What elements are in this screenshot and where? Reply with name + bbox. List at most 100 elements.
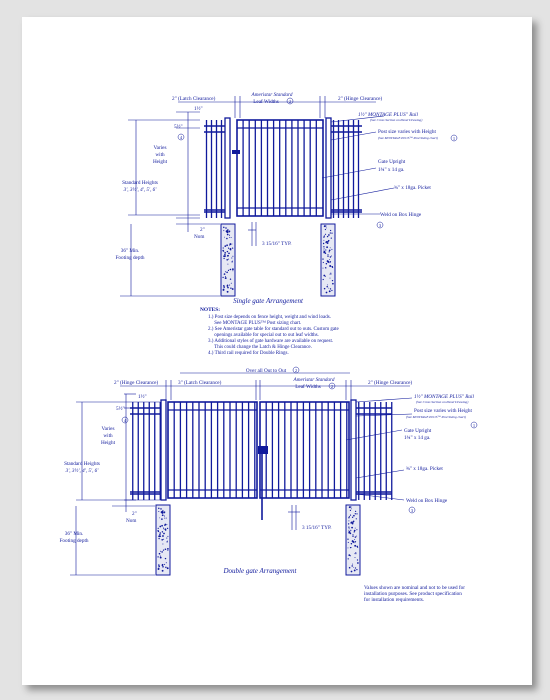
- varies-label-1: Varies: [154, 145, 167, 151]
- concrete-speck: [166, 527, 169, 530]
- concrete-speck: [348, 517, 350, 519]
- concrete-speck: [232, 268, 234, 271]
- concrete-speck: [226, 244, 228, 247]
- concrete-speck: [324, 252, 327, 255]
- concrete-speck: [355, 552, 357, 554]
- note-line-3: 2.) See Ameristar gate table for standar…: [208, 327, 339, 332]
- varies-label-2: with: [103, 433, 113, 439]
- concrete-speck: [331, 248, 333, 250]
- concrete-speck: [224, 245, 227, 247]
- concrete-speck: [327, 255, 329, 257]
- concrete-speck: [232, 260, 234, 262]
- concrete-speck: [165, 517, 167, 519]
- concrete-speck: [158, 552, 161, 555]
- concrete-speck: [325, 241, 327, 244]
- concrete-speck: [161, 511, 164, 513]
- weld-callout: Weld on Box Hinge: [380, 212, 422, 218]
- concrete-speck: [162, 543, 164, 545]
- concrete-speck: [349, 509, 352, 512]
- concrete-speck: [351, 516, 354, 518]
- note-line-6: This could change the Latch & Hinge Clea…: [208, 345, 312, 350]
- concrete-speck: [347, 558, 349, 560]
- concrete-speck: [165, 566, 167, 569]
- concrete-speck: [231, 288, 234, 290]
- concrete-speck: [322, 258, 324, 260]
- concrete-speck: [356, 568, 358, 571]
- varies-label-3: Height: [101, 440, 116, 446]
- concrete-speck: [167, 540, 169, 542]
- rail-offset-label: 1½": [138, 393, 147, 400]
- concrete-speck: [157, 530, 160, 533]
- concrete-speck: [158, 537, 160, 540]
- latch: [232, 150, 240, 154]
- leaf-width-marker: 2: [331, 384, 333, 389]
- concrete-speck: [329, 232, 331, 234]
- concrete-speck: [161, 569, 164, 572]
- concrete-speck: [157, 527, 159, 530]
- concrete-speck: [356, 559, 359, 561]
- footing-label-2: Footing depth: [116, 255, 145, 261]
- concrete-speck: [159, 525, 162, 528]
- concrete-speck: [326, 242, 329, 244]
- right-post: [325, 117, 332, 219]
- concrete-speck: [227, 228, 229, 231]
- concrete-speck: [357, 545, 358, 547]
- concrete-speck: [350, 508, 352, 510]
- upright-callout-2: 1¾" x 14 ga.: [378, 166, 404, 173]
- concrete-speck: [166, 567, 169, 570]
- concrete-speck: [229, 248, 232, 250]
- concrete-speck: [330, 273, 332, 275]
- concrete-speck: [166, 524, 168, 525]
- concrete-speck: [230, 282, 232, 284]
- concrete-speck: [354, 541, 357, 543]
- concrete-speck: [229, 243, 232, 246]
- concrete-speck: [329, 261, 332, 263]
- leaf-width-label: Ameristar Standard: [293, 377, 335, 383]
- concrete-speck: [328, 290, 331, 293]
- concrete-speck: [331, 279, 334, 282]
- concrete-speck: [332, 266, 333, 267]
- concrete-speck: [223, 255, 226, 258]
- nominal-label: Nom: [194, 234, 204, 240]
- concrete-speck: [158, 567, 160, 569]
- concrete-speck: [351, 540, 354, 543]
- concrete-speck: [354, 567, 357, 569]
- rail-offset-label: 1½": [194, 105, 203, 112]
- concrete-speck: [160, 508, 162, 510]
- concrete-speck: [326, 235, 329, 238]
- concrete-speck: [329, 258, 331, 260]
- concrete-speck: [161, 564, 164, 567]
- concrete-speck: [350, 522, 352, 524]
- picket-callout: ¾" x 18ga. Picket: [394, 184, 431, 191]
- note-line-7: 4.) Third rail required for Double Rings…: [208, 351, 289, 356]
- note-line-5: 3.) Additional styles of gate hardware a…: [208, 339, 333, 344]
- concrete-speck: [347, 538, 349, 540]
- leaf-width-marker: 2: [289, 99, 291, 104]
- footing-label-1: 36" Min.: [65, 531, 84, 537]
- concrete-speck: [354, 544, 357, 547]
- concrete-speck: [226, 290, 229, 293]
- post-callout-note: (See MONTAGE PLUS™ Post Sizing chart): [378, 136, 439, 140]
- concrete-speck: [159, 532, 162, 534]
- concrete-speck: [357, 562, 359, 564]
- concrete-speck: [226, 237, 228, 240]
- gate-frame: [167, 401, 258, 499]
- footing-label-2: Footing depth: [60, 538, 89, 544]
- concrete-speck: [158, 535, 161, 538]
- footing-concrete-texture: [157, 506, 359, 573]
- concrete-speck: [223, 273, 226, 275]
- concrete-speck: [327, 253, 329, 256]
- double-gate-arrangement: Over all Out to Out 2 2" (Hinge Clearanc…: [60, 366, 478, 576]
- concrete-speck: [323, 225, 326, 228]
- concrete-speck: [331, 255, 333, 257]
- concrete-speck: [227, 263, 229, 265]
- concrete-speck: [158, 507, 160, 510]
- concrete-speck: [348, 506, 351, 509]
- nominal-value: 2": [132, 511, 137, 517]
- concrete-speck: [355, 553, 357, 555]
- concrete-speck: [162, 565, 164, 568]
- concrete-speck: [223, 285, 225, 287]
- concrete-speck: [225, 227, 227, 229]
- concrete-speck: [224, 271, 226, 273]
- concrete-speck: [228, 234, 231, 236]
